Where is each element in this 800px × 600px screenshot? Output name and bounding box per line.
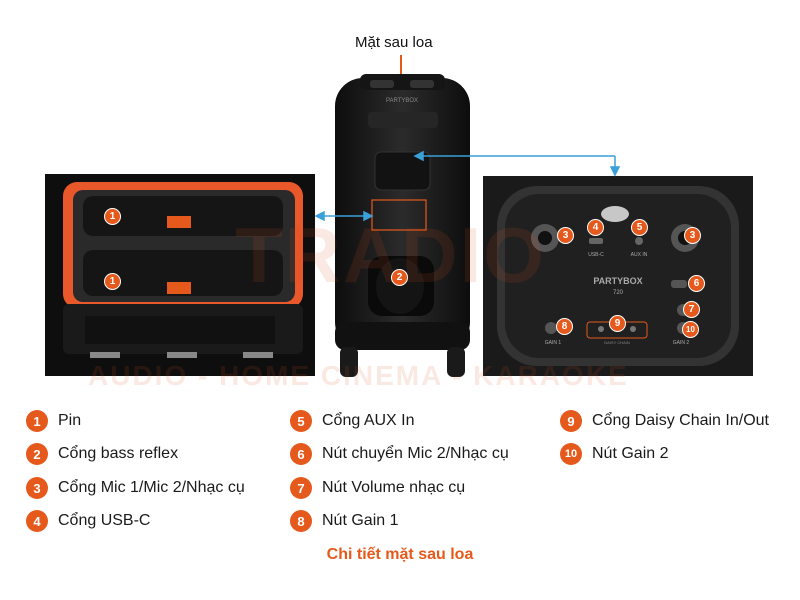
badge-daisy-chain: 9 <box>609 315 626 332</box>
badge-gain-1: 8 <box>556 318 573 335</box>
legend-label: Nút chuyển Mic 2/Nhạc cụ <box>322 445 509 462</box>
legend-label: Cổng USB-C <box>58 512 151 529</box>
legend-label: Cổng AUX In <box>322 412 415 429</box>
legend-number: 3 <box>26 477 48 499</box>
legend-item-battery: 1 Pin <box>26 410 81 432</box>
badge-mic-right: 3 <box>684 227 701 244</box>
legend-item-mic-switch: 6 Nút chuyển Mic 2/Nhạc cụ <box>290 443 509 465</box>
legend-number: 8 <box>290 510 312 532</box>
speaker-logo: PARTYBOX <box>386 98 418 104</box>
legend-item-usb-c: 4 Cổng USB-C <box>26 510 150 532</box>
legend-number: 6 <box>290 443 312 465</box>
panel-aux-label: AUX IN <box>631 252 648 258</box>
legend-label: Nút Volume nhạc cụ <box>322 479 466 496</box>
legend-label: Cổng Mic 1/Mic 2/Nhạc cụ <box>58 479 245 496</box>
panel-gain2-label: GAIN 2 <box>673 340 690 346</box>
legend-item-gain-2: 10 Nút Gain 2 <box>560 443 668 465</box>
badge-usb-c: 4 <box>587 219 604 236</box>
legend-number: 9 <box>560 410 582 432</box>
battery-bay-image <box>45 174 315 376</box>
legend-item-daisy-chain: 9 Cổng Daisy Chain In/Out <box>560 410 769 432</box>
panel-usb-label: USB-C <box>588 252 604 258</box>
badge-battery-bottom: 1 <box>104 273 121 290</box>
legend-item-gain-1: 8 Nút Gain 1 <box>290 510 398 532</box>
badge-battery-top: 1 <box>104 208 121 225</box>
legend-number: 10 <box>560 443 582 465</box>
legend-label: Nút Gain 2 <box>592 445 669 462</box>
badge-mic-left: 3 <box>557 227 574 244</box>
badge-mic-switch: 6 <box>688 275 705 292</box>
legend-number: 1 <box>26 410 48 432</box>
badge-aux-in: 5 <box>631 219 648 236</box>
legend-number: 2 <box>26 443 48 465</box>
panel-gain1-label: GAIN 1 <box>545 340 562 346</box>
panel-logo: PARTYBOX <box>593 276 642 286</box>
legend-label: Nút Gain 1 <box>322 512 399 529</box>
badge-gain-2: 10 <box>682 321 699 338</box>
legend-number: 4 <box>26 510 48 532</box>
legend-item-volume: 7 Nút Volume nhạc cụ <box>290 477 465 499</box>
panel-daisy-label: DAISY CHAIN <box>604 340 630 345</box>
legend-item-aux-in: 5 Cổng AUX In <box>290 410 415 432</box>
legend-number: 5 <box>290 410 312 432</box>
legend-number: 7 <box>290 477 312 499</box>
legend-label: Pin <box>58 412 82 429</box>
legend-label: Cổng bass reflex <box>58 445 179 462</box>
legend-label: Cổng Daisy Chain In/Out <box>592 412 769 429</box>
speaker-rear-image: PARTYBOX <box>335 74 470 377</box>
badge-volume: 7 <box>683 301 700 318</box>
panel-model: 720 <box>613 290 624 296</box>
figure-caption: Chi tiết mặt sau loa <box>326 546 474 563</box>
rear-panel-title: Mặt sau loa <box>355 34 433 51</box>
legend-item-bass-reflex: 2 Cổng bass reflex <box>26 443 178 465</box>
legend-item-mic-port: 3 Cổng Mic 1/Mic 2/Nhạc cụ <box>26 477 245 499</box>
badge-bass-reflex: 2 <box>391 269 408 286</box>
control-panel-image: USB-C AUX IN PARTYBOX 720 DAISY CHAIN GA… <box>483 176 753 376</box>
